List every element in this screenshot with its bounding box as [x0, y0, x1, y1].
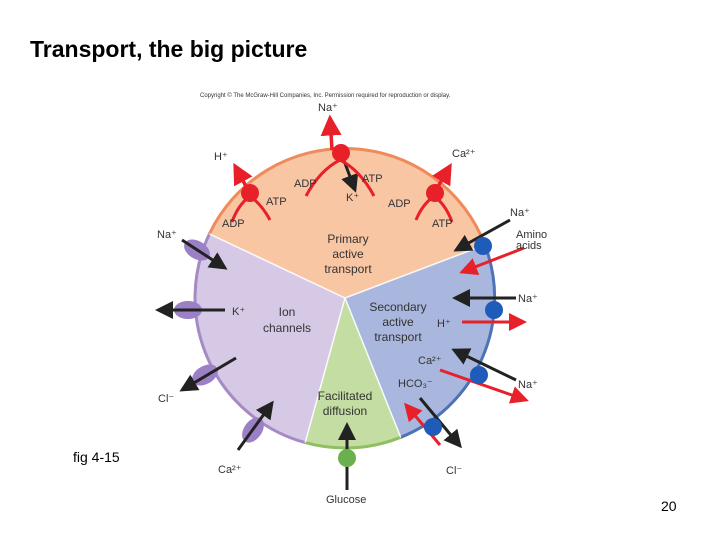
- channel-na-label: Na⁺: [157, 229, 177, 241]
- ion-channels-sector: [195, 233, 345, 443]
- pump-k-label: K⁺: [346, 192, 359, 204]
- pump-adp-mid-label: ADP: [294, 178, 317, 190]
- glucose-label: Glucose: [326, 494, 366, 506]
- channel-k-label: K⁺: [232, 306, 245, 318]
- glucose-carrier-icon: [338, 449, 356, 467]
- pump-atp-far-right-label: ATP: [432, 218, 453, 230]
- secondary-hco3-label: HCO₃⁻: [398, 378, 433, 390]
- primary-rim: [208, 146, 487, 246]
- pump-atp-left-label: ATP: [266, 196, 287, 208]
- secondary-cl-label: Cl⁻: [446, 465, 462, 477]
- ion-rim: [193, 233, 306, 445]
- secondary-label-3: transport: [374, 330, 422, 344]
- na-k-pump-icon: [332, 144, 350, 162]
- na-amino-carrier-icon: [474, 237, 492, 255]
- facilitated-rim: [304, 435, 402, 450]
- secondary-h-label: H⁺: [437, 318, 451, 330]
- secondary-na2-label: Na⁺: [518, 293, 538, 305]
- cl-hco3-exchanger: [404, 397, 462, 449]
- secondary-label-1: Secondary: [369, 300, 426, 314]
- ca-pump: [414, 162, 454, 223]
- na-channel: [181, 238, 228, 270]
- page-number: 20: [661, 498, 677, 514]
- ca-channel: [236, 400, 274, 451]
- h-pump: [230, 162, 272, 223]
- primary-label-2: active: [332, 247, 364, 261]
- cl-channel: [179, 356, 237, 392]
- cl-carrier-icon: [424, 418, 442, 436]
- facilitated-label-2: diffusion: [323, 404, 367, 418]
- secondary-amino1-label: Amino: [516, 229, 547, 241]
- primary-label-3: transport: [324, 262, 372, 276]
- channel-cl-label: Cl⁻: [158, 393, 174, 405]
- facilitated-diffusion-sector: [305, 298, 401, 448]
- h-pump-icon: [241, 184, 259, 202]
- glucose-transporter: [338, 422, 356, 490]
- na-h-exchanger: [452, 289, 527, 331]
- secondary-amino2-label: acids: [516, 240, 542, 252]
- pump-ca-label: Ca²⁺: [452, 148, 476, 160]
- ca-pump-icon: [426, 184, 444, 202]
- secondary-ca-label: Ca²⁺: [418, 355, 442, 367]
- secondary-label-2: active: [382, 315, 414, 329]
- pump-adp-far-left-label: ADP: [222, 218, 245, 230]
- ion-label-2: channels: [263, 321, 311, 335]
- pump-atp-mid-label: ATP: [362, 173, 383, 185]
- copyright-notice: Copyright © The McGraw-Hill Companies, I…: [200, 92, 451, 99]
- pump-adp-right-label: ADP: [388, 198, 411, 210]
- facilitated-label-1: Facilitated: [318, 389, 373, 403]
- primary-active-transport-sector: [209, 148, 485, 298]
- secondary-na3-label: Na⁺: [518, 379, 538, 391]
- slide-title: Transport, the big picture: [30, 36, 308, 62]
- na-ca-carrier-icon: [470, 366, 488, 384]
- primary-label-1: Primary: [327, 232, 368, 246]
- channel-ca-label: Ca²⁺: [218, 464, 242, 476]
- ion-label-1: Ion: [279, 305, 296, 319]
- pump-h-label: H⁺: [214, 151, 228, 163]
- pump-na-label: Na⁺: [318, 102, 338, 114]
- secondary-na1-label: Na⁺: [510, 207, 530, 219]
- na-h-carrier-icon: [485, 301, 503, 319]
- k-channel: [155, 301, 225, 319]
- na-amino-acid-cotransporter: [453, 218, 525, 275]
- figure-caption: fig 4-15: [73, 449, 120, 465]
- na-k-pump: [304, 114, 376, 197]
- na-ca-hco3-exchanger: [439, 348, 529, 404]
